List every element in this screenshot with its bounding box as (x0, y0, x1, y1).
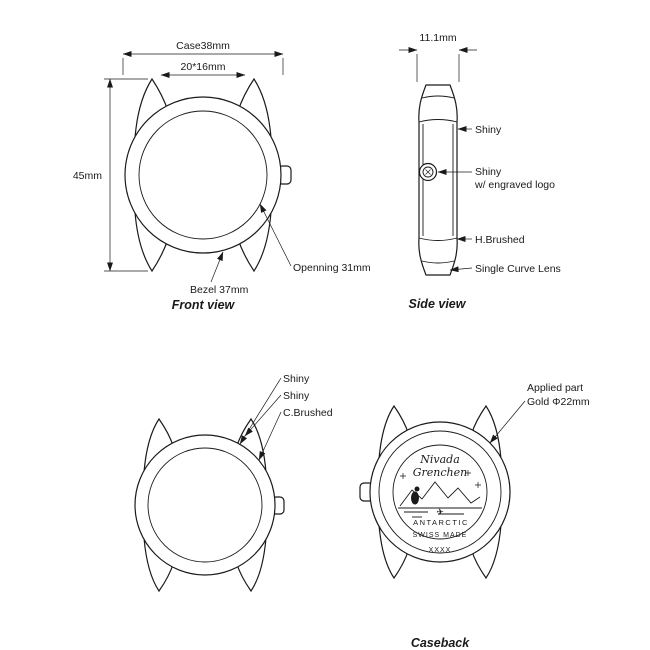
dim-lug-width: 20*16mm (160, 61, 246, 78)
detail-shiny2-callout: Shiny (244, 390, 310, 437)
bezel-callout: Bezel 37mm (190, 251, 249, 296)
caseback-logo: Nivada Grenchen ✈ ANTARCTIC SWISS MADE X… (398, 453, 482, 554)
crown-callout-label-2: w/ engraved logo (474, 179, 555, 191)
lens-label: Single Curve Lens (475, 263, 561, 275)
dim-thickness-label: 11.1mm (419, 32, 456, 44)
front-case-outline (124, 77, 292, 273)
dim-case-width-label: Case38mm (176, 40, 230, 52)
brand-line-1: Nivada (419, 453, 460, 466)
caseback-drawing: Nivada Grenchen ✈ ANTARCTIC SWISS MADE X… (359, 382, 590, 650)
front-view-title: Front view (172, 298, 236, 312)
opening-callout: Openning 31mm (259, 203, 371, 274)
side-case-outline (418, 84, 458, 276)
applied-part-label-1: Applied part (527, 382, 583, 394)
detail-view-drawing: Shiny Shiny C.Brushed (134, 373, 333, 593)
side-shiny-callout: Shiny (457, 124, 502, 136)
bezel-callout-label: Bezel 37mm (190, 284, 249, 296)
opening-callout-label: Openning 31mm (293, 262, 371, 274)
detail-shiny1-label: Shiny (283, 373, 310, 385)
crown-side (418, 162, 438, 182)
front-view-drawing: Case38mm 20*16mm 45mm Openning 31mm Beze… (73, 40, 371, 312)
dim-lug-width-label: 20*16mm (181, 61, 226, 73)
hbrushed-label: H.Brushed (475, 234, 525, 246)
side-view-drawing: 11.1mm Shiny S (399, 32, 561, 311)
caseback-title: Caseback (411, 636, 470, 650)
side-view-title: Side view (409, 297, 467, 311)
crown-callout: Shiny w/ engraved logo (437, 166, 555, 191)
swiss-made-label: SWISS MADE (413, 532, 468, 539)
detail-shiny2-label: Shiny (283, 390, 310, 402)
dim-case-height-label: 45mm (73, 170, 102, 182)
antarctic-scene: ✈ (398, 470, 482, 518)
applied-part-label-2: Gold Φ22mm (527, 396, 590, 408)
caseback-outline (359, 404, 511, 580)
crown-callout-label-1: Shiny (475, 166, 502, 178)
detail-cbrushed-callout: C.Brushed (258, 407, 333, 461)
dim-case-height: 45mm (73, 78, 148, 272)
reference-label: XXXX (429, 547, 452, 554)
hbrushed-callout: H.Brushed (456, 234, 525, 246)
model-name: ANTARCTIC (413, 518, 469, 527)
dim-thickness: 11.1mm (399, 32, 477, 82)
applied-part-callout: Applied part Gold Φ22mm (489, 382, 590, 444)
side-shiny-label: Shiny (475, 124, 502, 136)
brand-line-2: Grenchen (413, 466, 467, 479)
plane-icon: ✈ (436, 507, 444, 517)
dim-case-width: Case38mm (122, 40, 284, 75)
lens-callout: Single Curve Lens (449, 263, 561, 275)
penguin-figure (411, 491, 419, 505)
detail-case-outline (134, 417, 285, 593)
detail-cbrushed-label: C.Brushed (283, 407, 333, 419)
